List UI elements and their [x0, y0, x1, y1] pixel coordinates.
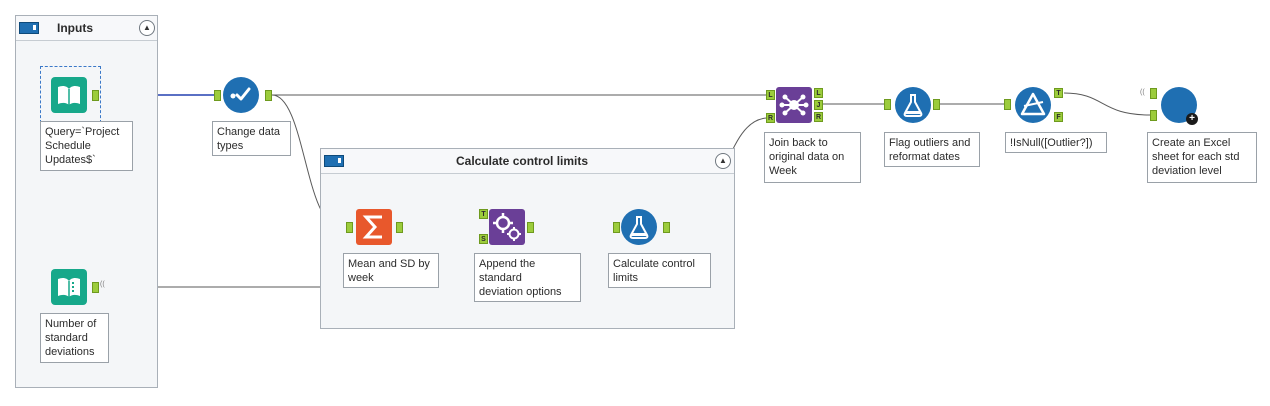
input-anchor[interactable]: [613, 222, 620, 233]
collapse-icon[interactable]: ▲: [139, 20, 155, 36]
container-inputs-title: Inputs: [57, 21, 93, 35]
wireless-indicator-icon: ((: [100, 281, 105, 288]
output-anchor[interactable]: [92, 282, 99, 293]
flask-formula-icon: [621, 209, 657, 245]
output-anchor-f[interactable]: F: [1054, 112, 1063, 122]
sigma-summarize-icon: [356, 209, 392, 245]
checkmark-select-icon: [223, 77, 259, 113]
input-anchor[interactable]: [346, 222, 353, 233]
tool-query-input[interactable]: [51, 77, 87, 113]
input-anchor[interactable]: [884, 99, 891, 110]
tool-label: Query=`Project Schedule Updates$`: [40, 121, 133, 171]
input-anchor-s[interactable]: S: [479, 234, 488, 244]
input-anchor[interactable]: [214, 90, 221, 101]
tool-label: Mean and SD by week: [343, 253, 439, 288]
collapse-icon[interactable]: ▲: [715, 153, 731, 169]
output-anchor[interactable]: [663, 222, 670, 233]
tool-change-data-types[interactable]: [223, 77, 259, 113]
tool-flag-outliers[interactable]: [895, 87, 931, 123]
output-anchor[interactable]: [265, 90, 272, 101]
container-icon: [19, 22, 39, 34]
input-anchor[interactable]: [1150, 88, 1157, 99]
tool-label: !IsNull([Outlier?]): [1005, 132, 1107, 153]
tool-number-of-sd[interactable]: [51, 269, 87, 305]
tool-calculate-control-limits[interactable]: [621, 209, 657, 245]
input-anchor[interactable]: [1150, 110, 1157, 121]
output-anchor-r[interactable]: R: [814, 112, 823, 122]
gears-append-icon: [489, 209, 525, 245]
tool-label: Create an Excel sheet for each std devia…: [1147, 132, 1257, 183]
output-anchor-t[interactable]: T: [1054, 88, 1063, 98]
book-list-input-icon: [51, 269, 87, 305]
input-anchor-l[interactable]: L: [766, 90, 775, 100]
tool-label: Change data types: [212, 121, 291, 156]
book-input-icon: [51, 77, 87, 113]
tool-mean-and-sd[interactable]: [356, 209, 392, 245]
join-network-icon: [776, 87, 812, 123]
output-anchor-j[interactable]: J: [814, 100, 823, 110]
container-icon: [324, 155, 344, 167]
input-anchor-r[interactable]: R: [766, 113, 775, 123]
tool-filter[interactable]: [1015, 87, 1051, 123]
tool-append-fields[interactable]: [489, 209, 525, 245]
tool-label: Calculate control limits: [608, 253, 711, 288]
output-anchor[interactable]: [527, 222, 534, 233]
container-control-limits-title: Calculate control limits: [456, 154, 589, 168]
output-anchor[interactable]: [396, 222, 403, 233]
tool-label: Append the standard deviation options: [474, 253, 581, 302]
wire-filter-to-output: [1063, 92, 1151, 116]
input-anchor[interactable]: [1004, 99, 1011, 110]
tool-label: Join back to original data on Week: [764, 132, 861, 183]
input-anchor-t[interactable]: T: [479, 209, 488, 219]
filter-triangle-icon: [1015, 87, 1051, 123]
output-anchor[interactable]: [92, 90, 99, 101]
flask-formula-icon: [895, 87, 931, 123]
tool-join[interactable]: [776, 87, 812, 123]
tool-label: Number of standard deviations: [40, 313, 109, 363]
container-control-limits-header[interactable]: Calculate control limits ▲: [321, 149, 734, 174]
output-anchor-l[interactable]: L: [814, 88, 823, 98]
container-inputs-header[interactable]: Inputs ▲: [16, 16, 157, 41]
plus-badge-icon: +: [1186, 113, 1198, 125]
output-anchor[interactable]: [933, 99, 940, 110]
wireless-indicator-icon: ((: [1140, 89, 1145, 96]
tool-label: Flag outliers and reformat dates: [884, 132, 980, 167]
